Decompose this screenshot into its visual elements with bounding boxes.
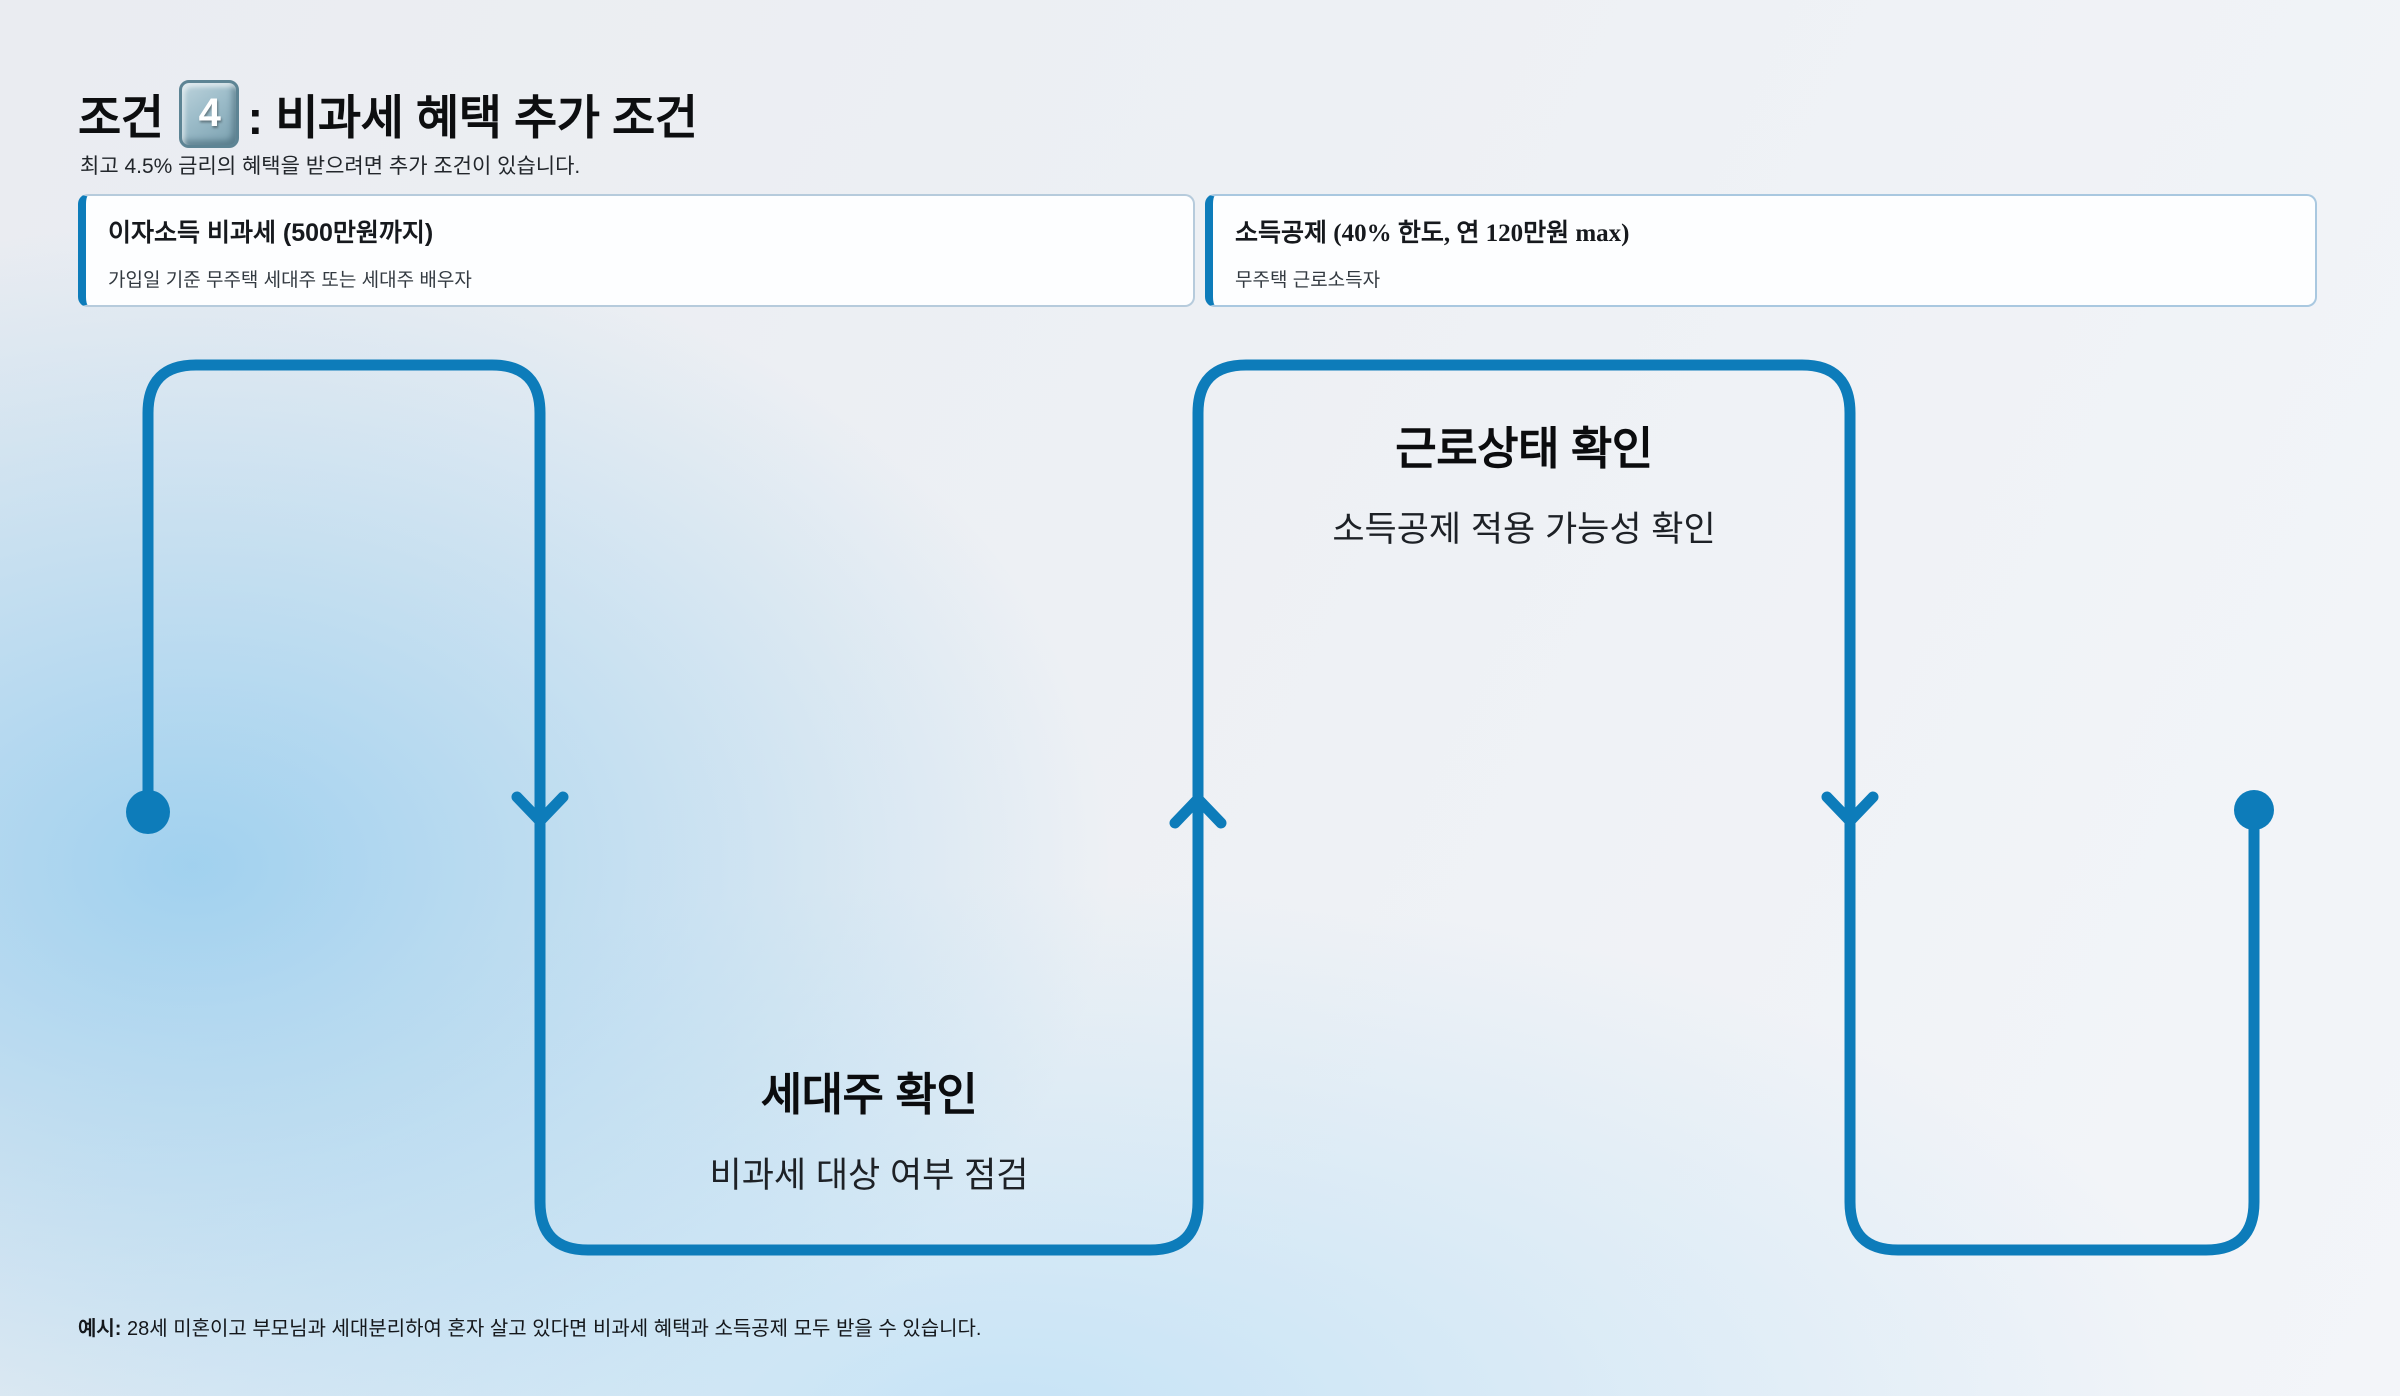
arrow-down-icon <box>511 791 569 827</box>
flow-path <box>142 359 2260 1256</box>
keycap-4-icon: 4 <box>179 79 240 148</box>
benefit-card-tax-exemption: 이자소득 비과세 (500만원까지) 가입일 기준 무주택 세대주 또는 세대주… <box>78 194 1195 307</box>
arrow-down-icon <box>1821 791 1879 827</box>
example-label: 예시: <box>78 1318 122 1340</box>
benefit-card-description: 무주택 근로소득자 <box>1235 270 1381 291</box>
benefit-card-title-detail: (40% 한도, 연 120만원 max) <box>1327 220 1630 247</box>
page-title: 조건 4 : 비과세 혜택 추가 조건 <box>78 79 698 148</box>
flow-step-subtitle: 소득공제 적용 가능성 확인 <box>1332 510 1716 549</box>
flow-start-dot <box>126 790 170 834</box>
benefit-card-description: 가입일 기준 무주택 세대주 또는 세대주 배우자 <box>108 270 472 291</box>
page-subtitle: 최고 4.5% 금리의 혜택을 받으려면 추가 조건이 있습니다. <box>80 155 581 178</box>
flow-step-employment-check: 근로상태 확인 소득공제 적용 가능성 확인 <box>1174 412 1874 552</box>
arrow-up-icon <box>1169 793 1227 829</box>
benefit-card-income-deduction: 소득공제 (40% 한도, 연 120만원 max) 무주택 근로소득자 <box>1205 194 2317 307</box>
example-text: 28세 미혼이고 부모님과 세대분리하여 혼자 살고 있다면 비과세 혜택과 소… <box>121 1318 982 1340</box>
page-title-prefix: 조건 <box>78 91 164 145</box>
flow-end-dot <box>2234 790 2274 830</box>
flow-step-title: 세대주 확인 <box>760 1069 978 1120</box>
example-note: 예시: 28세 미혼이고 부모님과 세대분리하여 혼자 살고 있다면 비과세 혜… <box>78 1312 981 1341</box>
page-title-suffix: : 비과세 혜택 추가 조건 <box>247 91 698 145</box>
flow-step-householder-check: 세대주 확인 비과세 대상 여부 점검 <box>519 1058 1219 1198</box>
benefit-card-title: 소득공제 (40% 한도, 연 120만원 max) <box>1235 213 2291 249</box>
flow-step-subtitle: 비과세 대상 여부 점검 <box>709 1156 1029 1195</box>
flow-step-title: 근로상태 확인 <box>1395 423 1653 474</box>
benefit-card-title: 이자소득 비과세 (500만원까지) <box>108 219 434 247</box>
benefit-card-title-main: 소득공제 <box>1235 219 1328 247</box>
